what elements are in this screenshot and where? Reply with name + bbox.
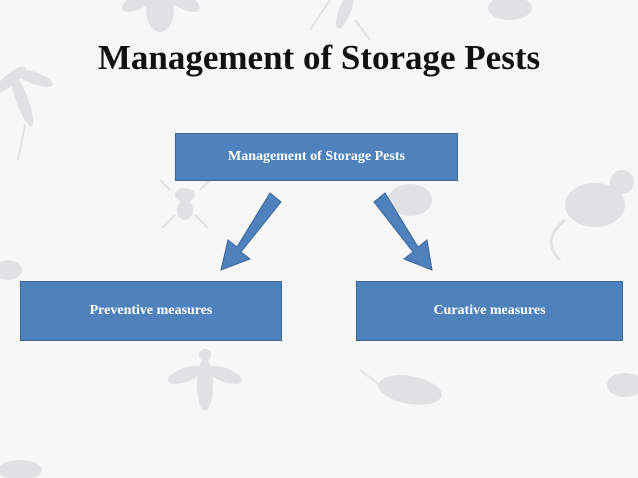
- slide-title: Management of Storage Pests: [97, 38, 541, 77]
- preventive-node-label: Preventive measures: [89, 303, 213, 318]
- preventive-node: Preventive measures: [20, 281, 282, 341]
- root-node: Management of Storage Pests: [175, 133, 458, 181]
- rat-icon: [549, 170, 634, 262]
- wasp-icon: [167, 349, 243, 411]
- beetle-icon: [488, 0, 532, 20]
- fly-icon: [0, 460, 42, 478]
- beetle-icon: [607, 373, 638, 397]
- fly-icon: [0, 260, 22, 280]
- mosquito-icon: [0, 66, 53, 161]
- arrow-to-preventive: [220, 192, 282, 271]
- curative-node-label: Curative measures: [433, 303, 546, 318]
- beetle-icon: [388, 184, 432, 216]
- root-node-label: Management of Storage Pests: [228, 149, 405, 164]
- mosquito-icon: [309, 0, 371, 41]
- ant-icon: [159, 179, 211, 229]
- cockroach-icon: [359, 369, 442, 405]
- arrow-to-curative: [373, 192, 433, 271]
- fly-icon: [122, 0, 200, 32]
- curative-node: Curative measures: [356, 281, 623, 341]
